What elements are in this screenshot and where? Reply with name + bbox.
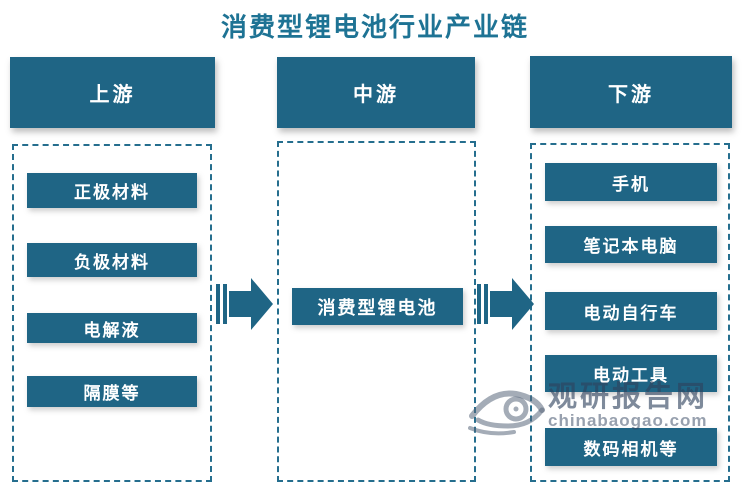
downstream-item-powertool: 电动工具 [545, 355, 717, 392]
header-midstream: 中游 [277, 57, 475, 128]
downstream-item-ebike: 电动自行车 [545, 292, 717, 330]
downstream-item-camera: 数码相机等 [545, 428, 717, 466]
header-upstream: 上游 [10, 57, 215, 128]
upstream-container [12, 144, 212, 482]
downstream-item-laptop: 笔记本电脑 [545, 226, 717, 263]
upstream-item-cathode: 正极材料 [27, 173, 197, 208]
downstream-item-phone: 手机 [545, 163, 717, 201]
upstream-item-separator: 隔膜等 [27, 376, 197, 407]
upstream-item-anode: 负极材料 [27, 243, 197, 277]
arrow-right-icon [216, 278, 273, 330]
midstream-item-battery: 消费型锂电池 [292, 288, 463, 325]
page-title: 消费型锂电池行业产业链 [220, 13, 529, 42]
arrow-right-icon [477, 278, 534, 330]
midstream-container [277, 141, 476, 482]
upstream-item-electrolyte: 电解液 [27, 313, 197, 343]
header-downstream: 下游 [530, 56, 732, 128]
downstream-container [530, 143, 730, 482]
